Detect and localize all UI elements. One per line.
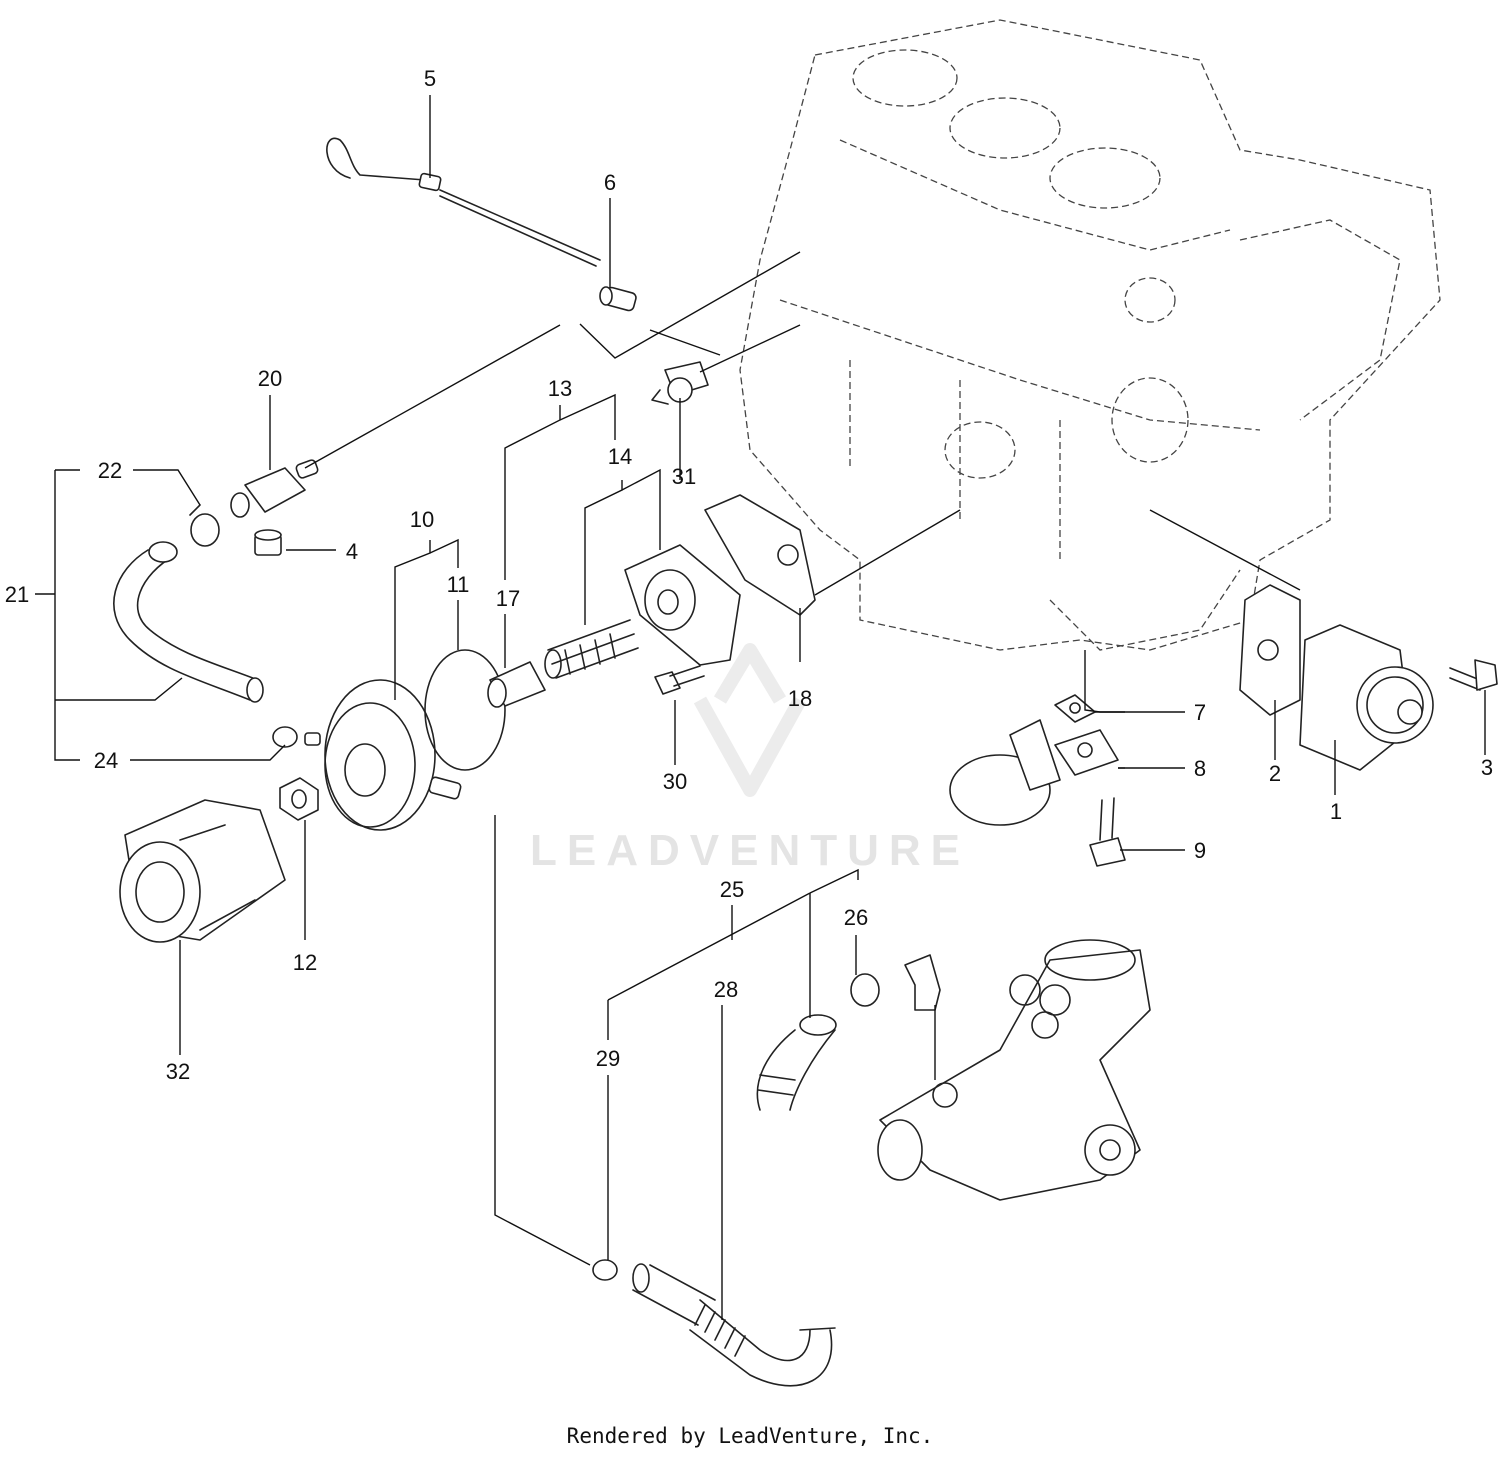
dipstick-guide (599, 286, 637, 312)
callout-18: 18 (788, 686, 812, 711)
callout-21: 21 (5, 582, 29, 607)
spring (544, 619, 639, 679)
elbow-fitting (904, 954, 941, 1011)
callout-10: 10 (410, 507, 434, 532)
drain-plug (254, 529, 282, 556)
oil-pressure-switch (651, 361, 709, 405)
footer-credit: Rendered by LeadVenture, Inc. (566, 1424, 934, 1448)
callout-5: 5 (424, 66, 436, 91)
watermark: LEADVENTURE (530, 643, 970, 875)
callout-11: 11 (447, 572, 470, 597)
water-pump (877, 939, 1151, 1201)
callout-8: 8 (1194, 756, 1206, 781)
strainer-gasket (1054, 694, 1096, 723)
callout-1: 1 (1330, 799, 1342, 824)
callout-28: 28 (714, 977, 738, 1002)
callout-7: 7 (1194, 700, 1206, 725)
callout-17: 17 (496, 586, 520, 611)
callout-25: 25 (720, 877, 744, 902)
hose-clamp-24 (272, 726, 298, 748)
hose-clamp-29 (592, 1259, 618, 1281)
callout-29: 29 (596, 1046, 620, 1071)
bracket-bolt (654, 665, 705, 695)
callout-20: 20 (258, 366, 282, 391)
callout-24: 24 (94, 748, 118, 773)
callout-4: 4 (346, 539, 358, 564)
oil-pump-gasket (1239, 584, 1301, 716)
callout-12: 12 (293, 950, 317, 975)
connecting-pipe (487, 661, 546, 708)
callout-31: 31 (672, 464, 696, 489)
filter-bracket (624, 544, 741, 666)
engine-block (739, 19, 1441, 651)
callout-3: 3 (1481, 755, 1493, 780)
callout-14: 14 (608, 444, 632, 469)
dipstick (326, 137, 601, 267)
oil-cooler (304, 679, 462, 831)
coolant-hose-upper (756, 1014, 837, 1111)
callout-2: 2 (1269, 761, 1281, 786)
callout-6: 6 (604, 170, 616, 195)
leader-lines (35, 95, 1486, 1320)
nut (279, 777, 319, 821)
callout-9: 9 (1194, 838, 1206, 863)
coolant-hose-lower (632, 1263, 836, 1387)
svg-text:LEADVENTURE: LEADVENTURE (530, 826, 970, 875)
pump-bolt (1449, 659, 1498, 691)
callout-32: 32 (166, 1059, 190, 1084)
callout-22: 22 (98, 458, 122, 483)
hose-clamp-26 (850, 973, 880, 1007)
callout-13: 13 (548, 376, 572, 401)
callout-26: 26 (844, 905, 868, 930)
callout-labels: 5 6 20 13 31 14 22 10 4 11 21 17 18 7 24… (5, 66, 1493, 1084)
hose-clamp-22 (189, 504, 220, 547)
bracket-gasket (704, 494, 816, 616)
breather-hose (113, 541, 264, 703)
o-ring (424, 649, 506, 771)
oil-strainer (949, 719, 1119, 826)
strainer-bolt (1089, 797, 1126, 867)
breather-adapter (230, 459, 319, 518)
oil-filter (119, 799, 286, 943)
oil-pump (1299, 624, 1434, 771)
callout-30: 30 (663, 769, 687, 794)
